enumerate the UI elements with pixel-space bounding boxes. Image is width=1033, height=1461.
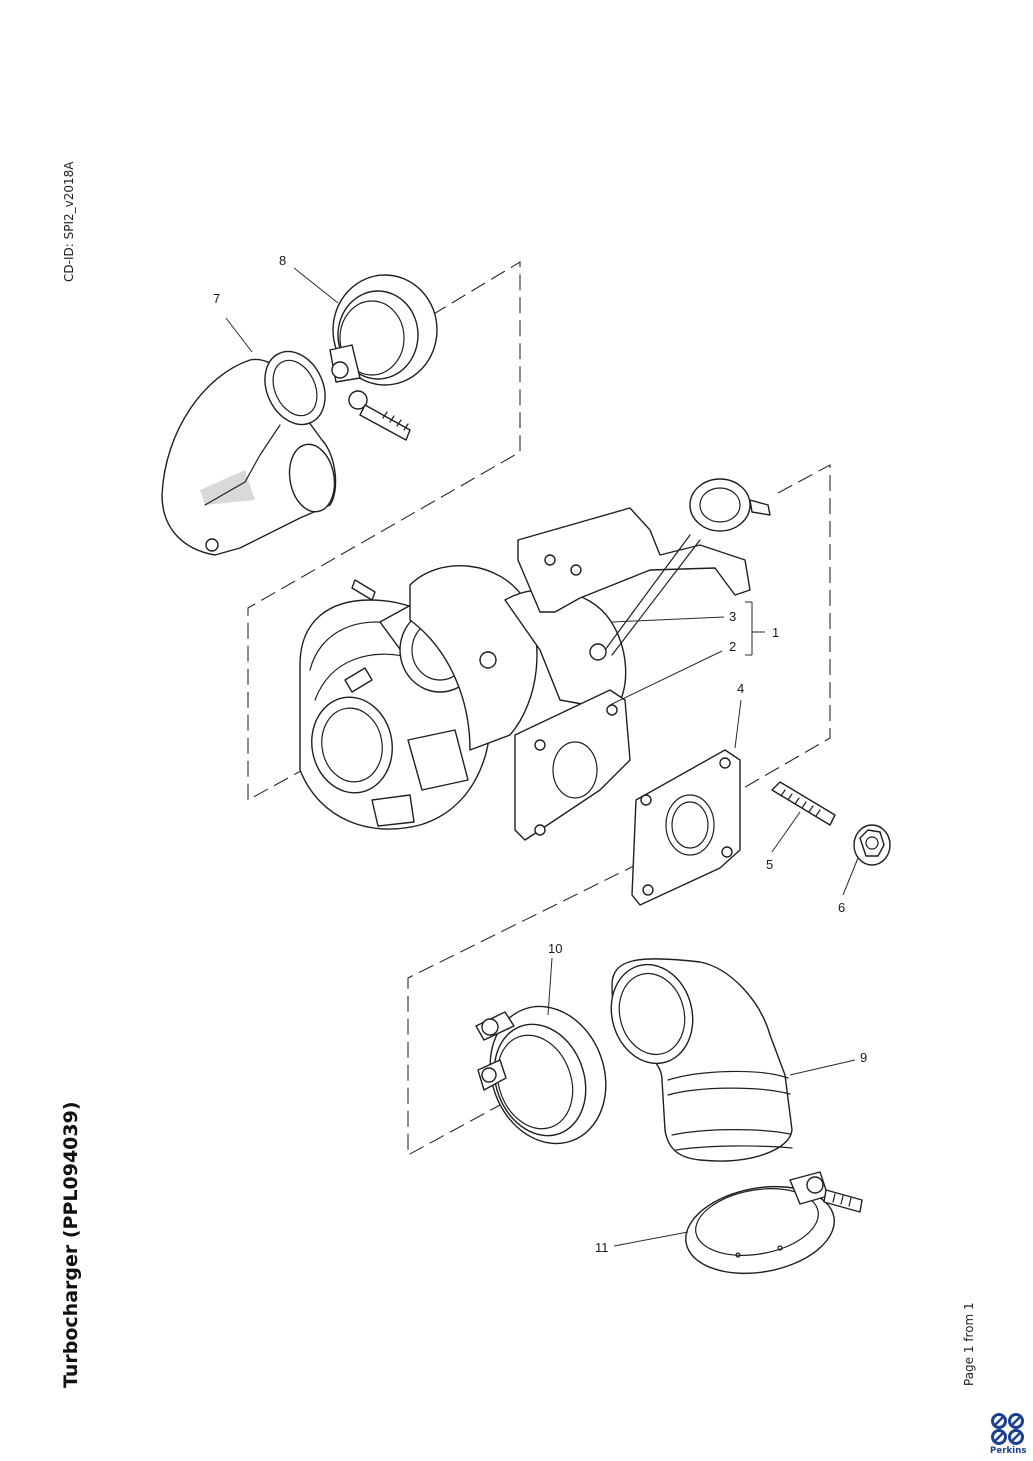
callout-9: 9 bbox=[860, 1050, 867, 1065]
callout-5: 5 bbox=[766, 857, 773, 872]
part-7-elbow-pipe bbox=[161, 350, 337, 556]
leader-lines bbox=[225, 267, 859, 1247]
part-1-turbocharger bbox=[299, 478, 771, 841]
part-11-v-band-clamp bbox=[685, 1171, 863, 1275]
assembly-outline-upper bbox=[247, 261, 521, 801]
callout-10: 10 bbox=[548, 941, 562, 956]
callout-8: 8 bbox=[279, 253, 286, 268]
part-5-stud bbox=[771, 781, 836, 826]
callout-4: 4 bbox=[737, 681, 744, 696]
callout-6: 6 bbox=[838, 900, 845, 915]
callout-2: 2 bbox=[729, 639, 736, 654]
assembly-outline-middle bbox=[739, 464, 831, 791]
callout-3: 3 bbox=[729, 609, 736, 624]
assembly-outline-lower bbox=[407, 852, 661, 1156]
part-4-gasket bbox=[631, 749, 741, 906]
callout-11: 11 bbox=[595, 1240, 609, 1255]
part-9-outlet-elbow bbox=[610, 958, 793, 1162]
perkins-logo bbox=[991, 1413, 1024, 1445]
callout-1: 1 bbox=[772, 625, 779, 640]
part-8-v-band-clamp bbox=[329, 274, 438, 441]
part-10-v-band-clamp bbox=[475, 1005, 607, 1145]
callout-7: 7 bbox=[213, 291, 220, 306]
perkins-logo-text: Perkins bbox=[990, 1446, 1027, 1456]
part-6-flange-nut bbox=[853, 824, 891, 866]
